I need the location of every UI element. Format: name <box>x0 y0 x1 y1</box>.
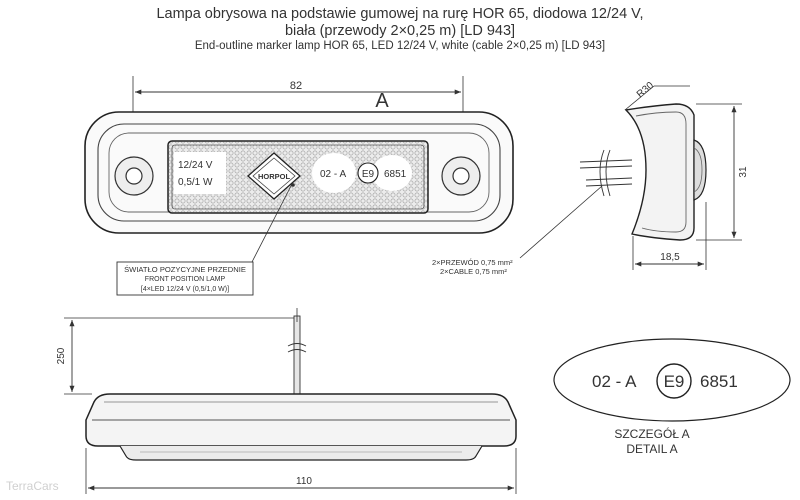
wire-callout-leader <box>519 185 603 259</box>
detail-approval-mark: E9 <box>664 372 685 391</box>
detail-approval-prefix: 02 - A <box>592 372 637 391</box>
callout-position-lamp: ŚWIATŁO POZYCYJNE PRZEDNIE FRONT POSITIO… <box>116 261 254 296</box>
detail-e-mark-circle <box>656 363 692 399</box>
callout-leader <box>251 183 293 263</box>
lamp-power: 0,5/1 W <box>178 177 213 188</box>
side-lens <box>693 139 707 201</box>
cable-break-mark <box>287 343 307 347</box>
bottom-view: 250 110 <box>56 308 517 494</box>
lamp-voltage: 12/24 V <box>178 160 213 171</box>
detail-label-pl: SZCZEGÓŁ A <box>614 426 689 441</box>
top-view: 82 A 12/24 V 0,5/1 W HORPOL 02 - A E9 68… <box>84 76 514 263</box>
title-line-3-english: End-outline marker lamp HOR 65, LED 12/2… <box>194 40 606 52</box>
lamp-approval-number: 6851 <box>384 169 407 180</box>
wire-spec-en: 2×CABLE 0,75 mm² <box>440 267 507 276</box>
base-width-label: 110 <box>296 476 312 487</box>
callout-line-en: FRONT POSITION LAMP <box>145 276 226 283</box>
detail-a: 02 - A E9 6851 SZCZEGÓŁ A DETAIL A <box>553 338 791 456</box>
height-label: 31 <box>738 166 749 178</box>
lamp-rubber-rim <box>97 123 501 222</box>
base-foot <box>119 445 483 461</box>
side-view: R30 31 18,5 2×PRZEWÓD 0,75 mm² 2×CABLE 0… <box>432 80 749 276</box>
watermark: TerraCars <box>6 479 59 493</box>
radius-label: R30 <box>635 80 656 101</box>
dim-width-label: 82 <box>290 80 302 92</box>
wire-spec-pl: 2×PRZEWÓD 0,75 mm² <box>432 258 513 267</box>
detail-approval-number: 6851 <box>700 372 738 391</box>
title-line-1: Lampa obrysowa na podstawie gumowej na r… <box>156 6 644 22</box>
detail-label-en: DETAIL A <box>626 442 677 456</box>
lamp-approval-mark: E9 <box>362 169 375 180</box>
cable-length-label: 250 <box>56 347 67 364</box>
cable <box>293 315 301 395</box>
callout-line-pl: ŚWIATŁO POZYCYJNE PRZEDNIE <box>124 265 246 274</box>
mount-hole-right <box>452 167 470 185</box>
lamp-approval-prefix: 02 - A <box>320 169 346 180</box>
wire-break-mark <box>599 149 605 197</box>
depth-label: 18,5 <box>660 252 680 263</box>
e-mark-circle <box>357 162 379 184</box>
section-label-a: A <box>375 90 389 112</box>
mount-hole-left <box>125 167 143 185</box>
title-line-2: biała (przewody 2×0,25 m) [LD 943] <box>284 23 516 39</box>
side-profile-body <box>624 103 695 241</box>
brand-diamond <box>247 152 301 200</box>
callout-line-spec: [4×LED 12/24 V (0,5/1,0 W)] <box>141 286 229 293</box>
brand-logo: HORPOL <box>258 172 291 181</box>
